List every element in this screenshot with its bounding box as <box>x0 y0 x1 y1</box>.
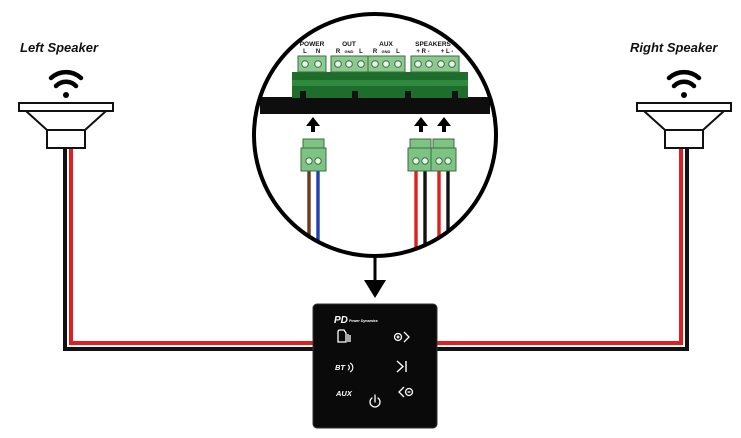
pin-label: R <box>336 49 341 55</box>
speaker-plug-left <box>407 138 434 172</box>
brand-logo: PD Power Dynamics <box>334 315 378 326</box>
bluetooth-button[interactable]: BT <box>335 362 354 373</box>
right-speaker-label: Right Speaker <box>630 40 718 55</box>
volume-up-button[interactable] <box>393 331 410 343</box>
pin-label: + R - <box>416 49 429 55</box>
left-speaker-icon <box>18 102 114 149</box>
power-button[interactable] <box>369 394 381 408</box>
speaker-plug-right <box>430 138 457 172</box>
bluetooth-icon <box>347 362 354 373</box>
left-speaker-cable <box>63 148 314 351</box>
bluetooth-label: BT <box>335 363 346 372</box>
right-wifi-icon <box>666 69 702 98</box>
brand-logo-text: Power Dynamics <box>349 319 378 323</box>
wall-panel: PD Power Dynamics BT <box>312 303 438 429</box>
pin-label: L <box>303 49 307 55</box>
pin-label: L <box>359 49 363 55</box>
terminal-out-label: OUT <box>342 41 356 48</box>
magnified-detail: POWER L N OUT R GND L AUX R GND <box>252 12 498 258</box>
terminal-speakers: SPEAKERS + R - + L - <box>410 41 460 73</box>
pin-label: R <box>373 49 378 55</box>
input-source-icon <box>337 329 351 343</box>
right-speaker-cable <box>436 148 689 351</box>
insert-arrows <box>306 117 451 132</box>
power-icon <box>369 394 381 408</box>
brand-logo-mark: PD <box>334 315 348 326</box>
pin-label: L <box>396 49 400 55</box>
arrow-up-icon <box>437 117 451 132</box>
left-speaker-label: Left Speaker <box>20 40 99 55</box>
pin-label: GND <box>345 49 354 54</box>
aux-button[interactable]: AUX <box>335 389 353 398</box>
play-pause-button[interactable] <box>396 360 407 373</box>
terminal-power-label: POWER <box>300 41 325 48</box>
magnifier-ring <box>252 12 498 258</box>
aux-label: AUX <box>335 389 353 398</box>
volume-up-icon <box>393 331 410 343</box>
terminal-out: OUT R GND L <box>330 41 369 73</box>
pin-label: + L - <box>441 49 453 55</box>
right-speaker-icon <box>636 102 732 149</box>
arrow-up-icon <box>306 117 320 132</box>
volume-down-button[interactable] <box>398 386 414 398</box>
play-pause-icon <box>396 360 407 373</box>
circuit-board <box>260 97 490 114</box>
arrow-down-icon <box>364 257 386 298</box>
pin-label: GND <box>382 49 391 54</box>
volume-down-icon <box>398 386 414 398</box>
arrow-up-icon <box>414 117 428 132</box>
pin-label: N <box>316 49 320 55</box>
terminal-aux: AUX R GND L <box>367 41 406 73</box>
terminal-aux-label: AUX <box>379 41 393 48</box>
terminal-power: POWER L N <box>297 41 327 73</box>
left-wifi-icon <box>48 69 84 98</box>
power-plug <box>300 138 327 172</box>
input-source-button[interactable] <box>337 329 351 343</box>
terminal-speakers-label: SPEAKERS <box>415 41 451 48</box>
